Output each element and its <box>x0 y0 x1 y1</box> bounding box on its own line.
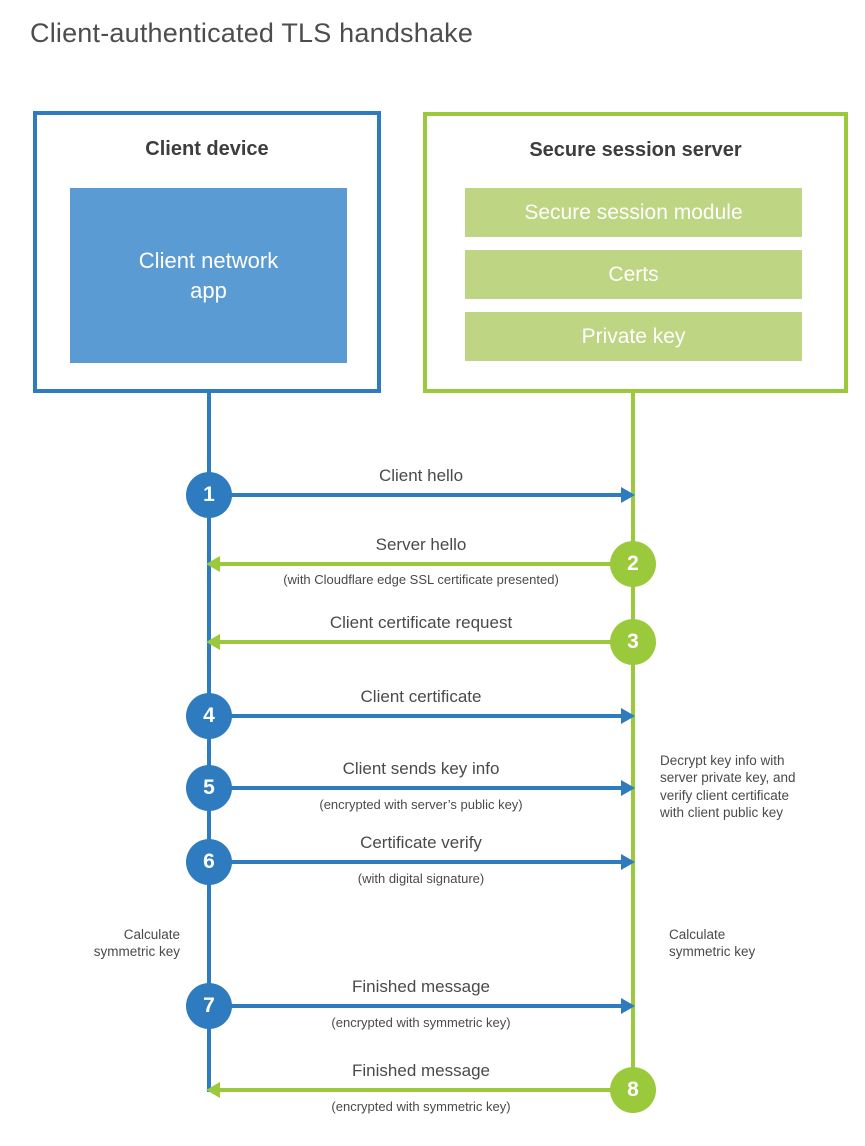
step-8-arrow-line <box>219 1088 633 1092</box>
step-2-badge: 2 <box>610 541 656 587</box>
step-8-subtitle: (encrypted with symmetric key) <box>331 1099 511 1114</box>
step-6-arrowhead-icon <box>621 854 635 870</box>
calculate-symmetric-key-left: Calculate symmetric key <box>93 927 180 960</box>
step-2-arrowhead-icon <box>206 556 220 572</box>
client-device-title: Client device <box>145 138 269 160</box>
step-3-arrowhead-icon <box>206 634 220 650</box>
step-6-label: Certificate verify <box>360 833 482 852</box>
step-4-label: Client certificate <box>360 687 482 706</box>
step-1-label: Client hello <box>378 466 464 485</box>
step-5-badge: 5 <box>186 765 232 811</box>
step-3-arrow-line <box>219 640 633 644</box>
step-1-arrow-line <box>209 493 622 497</box>
step-2-subtitle: (with Cloudflare edge SSL certificate pr… <box>283 572 559 587</box>
step-5-arrowhead-icon <box>621 780 635 796</box>
server-private-key-bar: Private key <box>465 312 802 361</box>
step-2-arrow-line <box>219 562 633 566</box>
server-module-bar: Secure session module <box>465 188 802 237</box>
step-5-subtitle: (encrypted with server’s public key) <box>319 797 523 812</box>
step-7-subtitle: (encrypted with symmetric key) <box>331 1015 511 1030</box>
step-7-badge: 7 <box>186 983 232 1029</box>
calculate-symmetric-key-right: Calculate symmetric key <box>669 927 756 960</box>
client-lifeline <box>207 393 211 1092</box>
page-title: Client-authenticated TLS handshake <box>30 18 474 48</box>
step-5-arrow-line <box>209 786 622 790</box>
step-6-badge: 6 <box>186 839 232 885</box>
step-8-label: Finished message <box>352 1061 490 1080</box>
step-4-badge: 4 <box>186 693 232 739</box>
step-2-label: Server hello <box>375 535 467 554</box>
decrypt-note: Decrypt key info with server private key… <box>660 753 796 820</box>
step-6-arrow-line <box>209 860 622 864</box>
step-7-label: Finished message <box>352 977 490 996</box>
step-8-badge: 8 <box>610 1067 656 1113</box>
step-4-arrowhead-icon <box>621 708 635 724</box>
step-1-badge: 1 <box>186 472 232 518</box>
step-6-subtitle: (with digital signature) <box>357 871 485 886</box>
client-network-app-box: Client network app <box>70 188 347 363</box>
step-4-arrow-line <box>209 714 622 718</box>
step-1-arrowhead-icon <box>621 487 635 503</box>
server-lifeline <box>631 393 635 1113</box>
step-7-arrowhead-icon <box>621 998 635 1014</box>
step-7-arrow-line <box>209 1004 622 1008</box>
step-5-label: Client sends key info <box>342 759 500 778</box>
server-certs-bar: Certs <box>465 250 802 299</box>
step-3-label: Client certificate request <box>329 613 513 632</box>
step-8-arrowhead-icon <box>206 1082 220 1098</box>
step-3-badge: 3 <box>610 619 656 665</box>
server-box-title: Secure session server <box>529 139 742 161</box>
